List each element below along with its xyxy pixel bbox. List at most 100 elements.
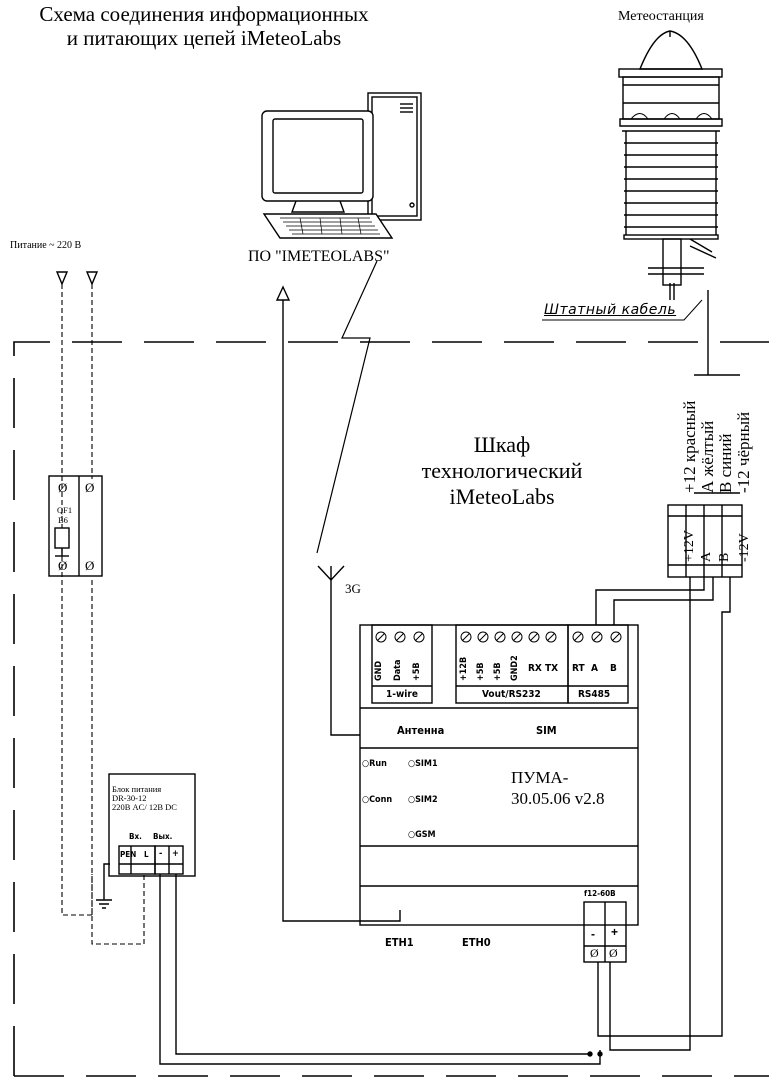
ethernet-cable: [282, 300, 401, 922]
psu-label-line3: 220В AC/ 12В DC: [112, 801, 177, 812]
sim-label: SIM: [536, 724, 557, 737]
breaker-symbol-bottom2: Ø: [85, 558, 95, 573]
wire-plus12: [609, 577, 691, 1051]
diagram-title-line1: Схема соединения информационных: [39, 2, 369, 26]
terminal-screw-slot: [574, 633, 582, 641]
led-conn-label: Conn: [369, 795, 393, 805]
psu-in-l: L: [144, 850, 149, 859]
led-sim1-label: SIM1: [415, 759, 438, 769]
terminal-screw-slot: [479, 633, 487, 641]
led-gsm-label: GSM: [415, 830, 436, 840]
breaker-rating: B6: [58, 515, 68, 525]
psu-label-line2: DR-30-12: [112, 792, 147, 803]
cable-label: Штатный кабель: [544, 302, 677, 318]
controller-terminal-label: +5B: [476, 662, 486, 681]
cabinet-boundary: [13, 341, 769, 1076]
controller-model-line1: ПУМА-: [511, 768, 569, 787]
led-conn: ○Conn: [362, 795, 393, 805]
computer-drawing: [261, 92, 422, 239]
psu-out-minus: [159, 874, 601, 1065]
power-screw-2: Ø: [609, 946, 618, 960]
power-screw-1: Ø: [590, 946, 599, 960]
controller-terminal-label: GND: [374, 660, 384, 681]
led-sim1: ○SIM1: [408, 759, 438, 769]
psu-label-line1: Блок питания: [112, 784, 162, 794]
terminal-block: [667, 504, 743, 578]
weather-station-drawing: [618, 30, 723, 300]
terminal-B: B: [717, 552, 732, 562]
cabinet-label: Шкаф технологический iMeteoLabs: [414, 432, 590, 510]
cable-leader: [542, 299, 703, 321]
weather-station-label: Метеостанция: [618, 9, 704, 24]
led-sim2-label: SIM2: [415, 795, 438, 805]
led-run-label: Run: [369, 759, 387, 769]
wire-label-1: +12 красный: [680, 400, 699, 493]
antenna-port-label: Антенна: [397, 724, 445, 737]
psu-out-plus: [175, 874, 590, 1055]
controller-terminal-label: B: [610, 663, 617, 674]
eth0-port: ETH0: [462, 936, 491, 949]
terminal-minus12: -12V: [737, 533, 752, 562]
mains-terminal-2: [85, 271, 99, 286]
controller-terminal-label: RT: [572, 663, 585, 674]
controller-terminal-label: A: [591, 663, 598, 674]
power-term-plus: +: [611, 925, 619, 939]
terminal-plus12: +12V: [682, 529, 697, 562]
led-sim2: ○SIM2: [408, 795, 438, 805]
terminal-screw-slot: [396, 633, 404, 641]
psu-label: Блок питания DR-30-12 220В AC/ 12В DC: [112, 785, 177, 812]
breaker-symbol-top: Ø: [58, 480, 68, 495]
controller-model-line2: 30.05.06 v2.8: [511, 789, 605, 809]
psu-out-label: Вых.: [153, 832, 173, 841]
terminal-screw-slot: [513, 633, 521, 641]
controller-terminal-label: +12B: [459, 656, 469, 681]
cabinet-label-line3: iMeteoLabs: [449, 483, 555, 509]
terminal-screw-slot: [462, 633, 470, 641]
mains-terminal-1: [55, 271, 69, 286]
terminal-screw-slot: [612, 633, 620, 641]
controller-terminal-label: TX: [545, 663, 559, 674]
wire-B: [613, 577, 714, 625]
diagram-title-line2: и питающих цепей iMeteoLabs: [66, 26, 342, 51]
power-term-minus: -: [591, 927, 595, 941]
controller-terminal-label: +5B: [412, 662, 422, 681]
antenna-symbol: [317, 565, 345, 582]
breaker-body: [48, 475, 103, 577]
diagram-title: Схема соединения информационных и питающ…: [0, 2, 408, 50]
psu-in-pen: PEN: [120, 850, 137, 859]
controller-terminal-label: +5B: [493, 662, 503, 681]
psu-out-minus-label: -: [159, 849, 163, 859]
terminal-screw-slot: [377, 633, 385, 641]
terminal-screw-slot: [530, 633, 538, 641]
computer-label: ПО "IMETEOLABS": [248, 248, 390, 265]
breaker-name: QF1: [57, 505, 73, 515]
controller-terminal-label: RX: [528, 663, 542, 674]
terminal-A: A: [699, 551, 714, 562]
psu-body: [108, 773, 196, 877]
wire-minus12: [597, 577, 731, 1037]
cabinet-label-line2: технологический: [421, 457, 583, 483]
wire-label-3: В синий: [716, 433, 735, 493]
power-input-label: f12-60B: [584, 889, 616, 898]
wire-A: [595, 577, 705, 625]
led-gsm: ○GSM: [408, 830, 436, 840]
radio-link: [316, 260, 378, 554]
led-run: ○Run: [362, 759, 387, 769]
breaker-symbol-top2: Ø: [85, 480, 95, 495]
terminal-screw-slot: [547, 633, 555, 641]
controller-terminal-label: GND2: [510, 655, 520, 681]
group-rs485: RS485: [578, 689, 611, 700]
power-label: Питание ~ 220 В: [10, 240, 82, 251]
breaker-symbol-bottom: Ø: [58, 558, 68, 573]
controller-model: ПУМА- 30.05.06 v2.8: [511, 767, 605, 810]
group-vout: Vout/RS232: [482, 689, 541, 700]
group-1wire: 1-wire: [386, 689, 418, 700]
antenna-label: 3G: [345, 581, 361, 596]
terminal-screw-slot: [496, 633, 504, 641]
terminal-screw-slot: [593, 633, 601, 641]
mains-lines: [61, 284, 145, 945]
ground-symbol: [96, 863, 112, 909]
wire-label-2: А жёлтый: [698, 420, 717, 493]
wire-label-4: -12 чёрный: [734, 411, 753, 493]
